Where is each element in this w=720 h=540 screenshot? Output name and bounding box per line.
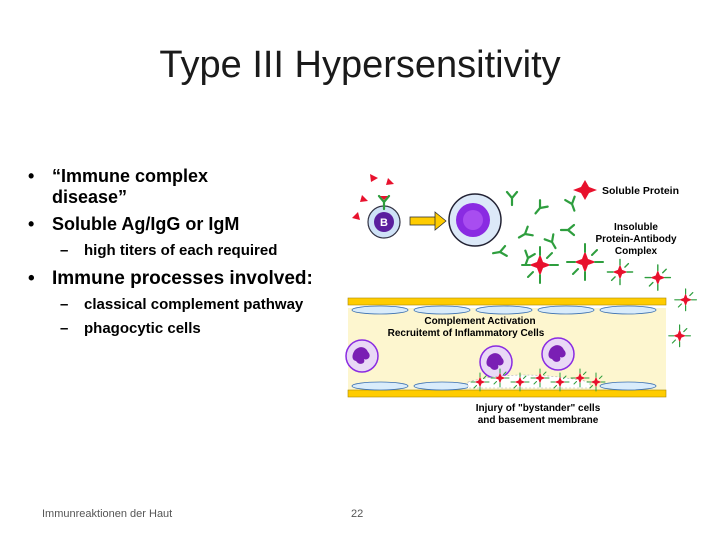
type3-diagram: B Soluble Protein Insoluble Protein-Anti…	[345, 174, 698, 426]
complement-line1: Complement Activation	[424, 316, 535, 327]
deposited-complexes	[467, 368, 606, 392]
bullet-immune-complex: “Immune complex disease”	[28, 166, 252, 208]
bullet-text: high titers of each required	[84, 242, 278, 259]
bullet-text: Soluble Ag/IgG or IgM	[52, 214, 240, 234]
subbullet-phagocytic: phagocytic cells	[28, 319, 348, 338]
bullet-soluble-ag: Soluble Ag/IgG or IgM	[28, 214, 348, 235]
complement-line2: Recruitemt of Inflammatory Cells	[388, 328, 545, 339]
subbullet-high-titers: high titers of each required	[28, 241, 348, 260]
bullet-immune-processes: Immune processes involved:	[28, 268, 348, 289]
slide-title: Type III Hypersensitivity	[159, 44, 561, 86]
legend-complex: Insoluble Protein-Antibody Complex	[595, 222, 677, 257]
complement-label: Complement Activation Recruitemt of Infl…	[388, 316, 545, 339]
legend-soluble-label: Soluble Protein	[602, 185, 679, 197]
b-cell: B	[367, 194, 401, 239]
subbullet-complement: classical complement pathway	[28, 295, 348, 314]
arrow-icon	[409, 211, 447, 231]
bullet-text: “Immune complex disease”	[52, 166, 209, 207]
plasma-cell	[448, 193, 502, 247]
bullet-text: classical complement pathway	[84, 296, 304, 313]
legend-soluble-protein: Soluble Protein	[573, 180, 679, 200]
legend-complex-line2: Protein-Antibody	[595, 234, 677, 245]
slide-number: 22	[351, 508, 364, 520]
injury-line1: Injury of "bystander" cells	[476, 403, 601, 414]
injury-line2: and basement membrane	[478, 415, 599, 426]
free-antibodies	[491, 190, 581, 268]
bullet-text: Immune processes involved:	[52, 268, 313, 289]
legend-complex-line1: Insoluble	[614, 222, 658, 233]
legend-complex-line3: Complex	[615, 246, 658, 257]
bullet-list: “Immune complex disease” Soluble Ag/IgG …	[28, 166, 348, 346]
b-cell-label: B	[380, 217, 388, 229]
injury-label: Injury of "bystander" cells and basement…	[476, 403, 601, 426]
endothelium-top	[351, 305, 657, 315]
bullet-text: phagocytic cells	[84, 320, 201, 337]
footer-title: Immunreaktionen der Haut	[42, 508, 173, 520]
free-antigens	[352, 174, 394, 220]
